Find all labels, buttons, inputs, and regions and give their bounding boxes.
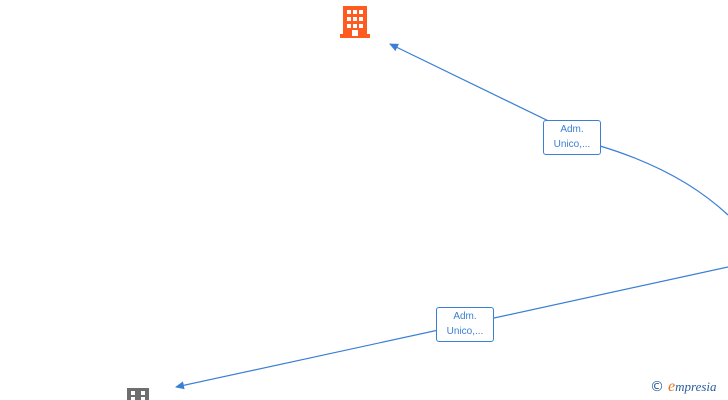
edge-label-line2: Unico,... [553,139,591,150]
edge-label-line1: Adm. [560,124,584,135]
brand-name: mpresia [675,379,717,394]
building-icon[interactable] [127,388,149,400]
edge-label-line2: Unico,... [446,326,484,337]
edge-line-bottom [175,266,728,390]
edge-label-bottom[interactable]: Adm. Unico,... [436,307,494,342]
copyright-icon: © [650,379,664,395]
edge-label-top[interactable]: Adm. Unico,... [543,120,601,155]
edge-line-top [389,43,728,216]
building-icon[interactable] [340,6,370,38]
brand-initial: e [668,378,676,395]
edge-label-line1: Adm. [453,311,477,322]
brand-watermark: ©empresia [650,378,717,396]
